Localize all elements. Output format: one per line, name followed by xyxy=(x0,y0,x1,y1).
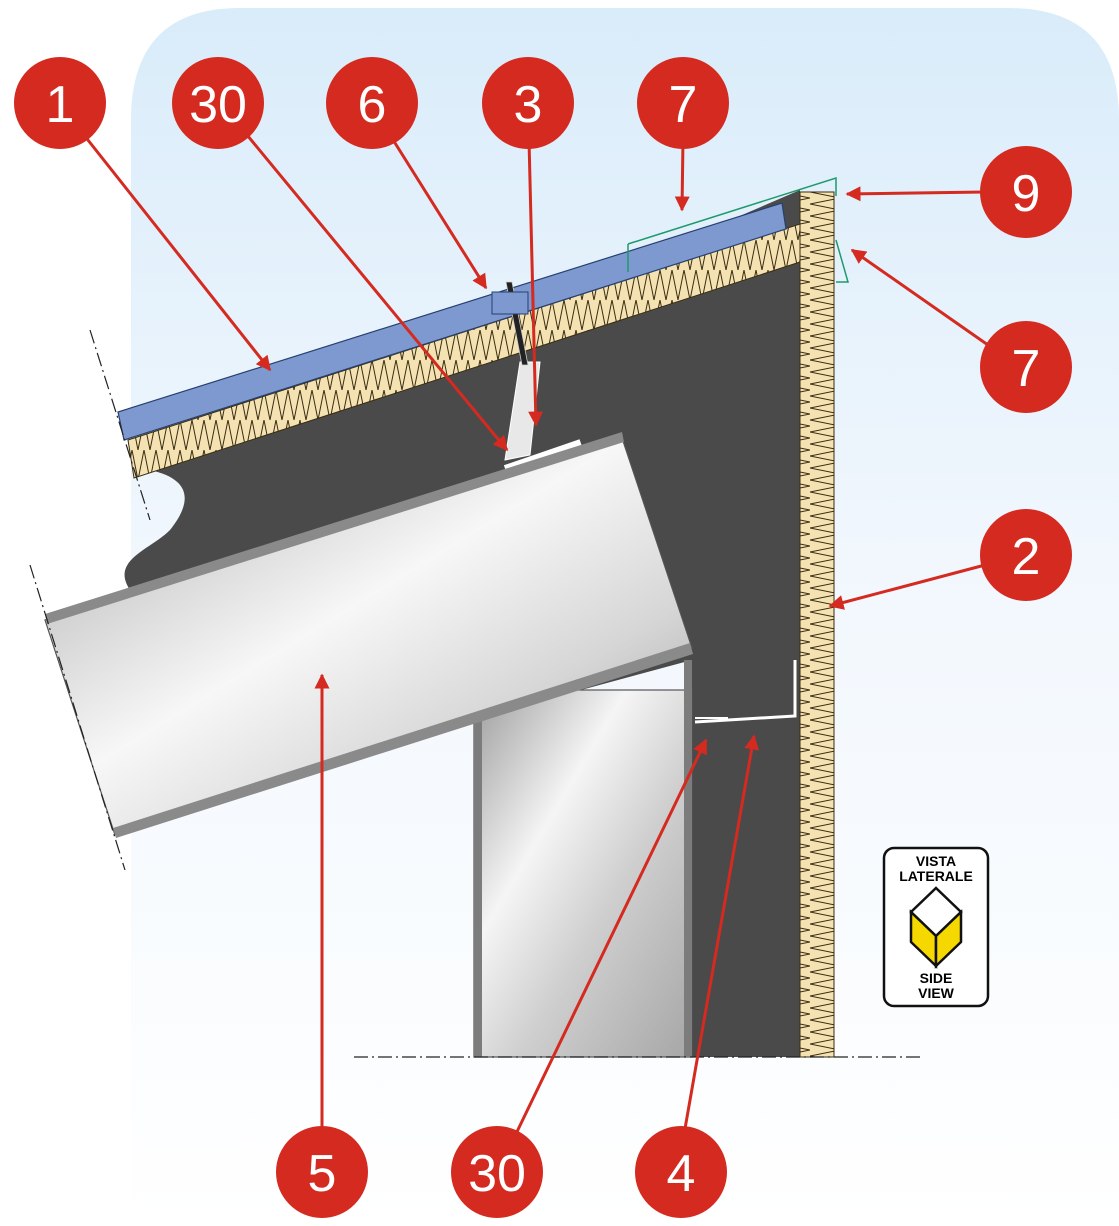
callout-1: 1 xyxy=(14,57,106,149)
callout-3: 3 xyxy=(482,57,574,149)
arrow-30a xyxy=(231,117,509,452)
callout-7-top-label: 7 xyxy=(669,76,698,134)
arrow-30b xyxy=(511,738,708,1141)
break-line-left xyxy=(29,564,126,871)
purlin-profile xyxy=(504,361,541,461)
callout-6-label: 6 xyxy=(358,76,387,134)
side-view-badge: VISTA LATERALE SIDE VIEW xyxy=(882,846,990,1008)
callout-7-top: 7 xyxy=(637,57,729,149)
callout-2: 2 xyxy=(980,509,1072,601)
callout-6: 6 xyxy=(326,57,418,149)
badge-top-line-1: VISTA xyxy=(916,853,956,869)
arrow-7b xyxy=(850,248,989,347)
fastener-washer xyxy=(491,291,529,315)
callout-3-label: 3 xyxy=(514,76,543,134)
callout-4: 4 xyxy=(635,1126,727,1218)
arrow-4 xyxy=(681,734,760,1141)
ridge-flashing xyxy=(627,176,849,283)
arrow-9 xyxy=(845,186,986,202)
badge-bottom-line-2: VIEW xyxy=(918,985,955,1001)
steel-column xyxy=(473,689,693,1058)
callout-1-label: 1 xyxy=(46,76,75,134)
break-line-top xyxy=(89,329,151,521)
badge-bottom-line-1: SIDE xyxy=(920,970,953,986)
arrow-6 xyxy=(388,134,488,290)
callout-30-top-label: 30 xyxy=(189,76,247,134)
wall-bracket xyxy=(694,660,797,724)
rafter-top-flange xyxy=(45,432,624,624)
callout-9-label: 9 xyxy=(1012,165,1041,223)
leader-arrows xyxy=(78,117,989,1141)
callout-5-label: 5 xyxy=(308,1145,337,1203)
callout-7-right: 7 xyxy=(980,321,1072,413)
callout-30-bottom-label: 30 xyxy=(468,1145,526,1203)
column-flange-left xyxy=(474,690,482,1057)
column-flange-right xyxy=(684,660,692,1057)
arrow-2 xyxy=(828,563,986,610)
wall-insulation xyxy=(799,191,835,1058)
rafter-bottom-flange xyxy=(113,643,693,838)
callout-30-top: 30 xyxy=(172,57,264,149)
arrow-3 xyxy=(527,139,544,427)
callout-9: 9 xyxy=(980,146,1072,238)
callout-2-label: 2 xyxy=(1012,528,1041,586)
callout-7-right-label: 7 xyxy=(1012,340,1041,398)
badge-top-line-2: LATERALE xyxy=(899,868,973,884)
arrow-1 xyxy=(78,129,272,372)
callout-5: 5 xyxy=(276,1126,368,1218)
callout-30-bottom: 30 xyxy=(451,1126,543,1218)
cube-icon xyxy=(909,886,963,969)
callout-4-label: 4 xyxy=(667,1145,696,1203)
arrow-7a xyxy=(674,139,690,212)
